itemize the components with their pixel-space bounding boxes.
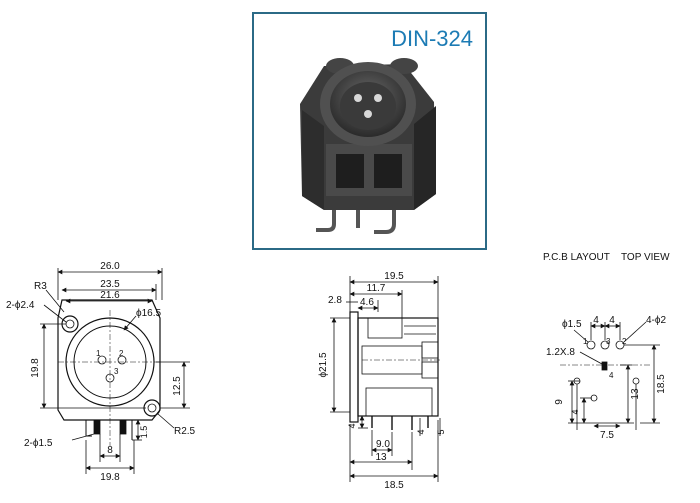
dim-side-pin-len-a: 4	[416, 429, 426, 434]
dim-front-height-left: 19.8	[30, 358, 41, 378]
dim-front-mount-holes: 2-ϕ2.4	[6, 300, 35, 311]
dim-pcb-height-185: 18.5	[656, 374, 667, 394]
dim-side-bottom-offset: 4	[347, 423, 357, 428]
pcb-hole-1	[586, 340, 596, 350]
front-mount-hole-bottom	[143, 399, 161, 417]
dim-front-width-overall: 26.0	[100, 261, 120, 272]
model-title: DIN-324	[391, 26, 473, 51]
dim-front-height-right: 12.5	[172, 376, 183, 396]
dim-side-pin-spacing-b: 13	[375, 452, 387, 463]
dim-pcb-hole-dia: ϕ1.5	[562, 319, 582, 330]
dim-side-body-diameter: ϕ21.5	[318, 352, 329, 378]
front-pin-label-2: 2	[119, 349, 124, 358]
dim-front-width-body: 21.6	[100, 290, 120, 301]
pcb-heading-right: TOP VIEW	[621, 252, 670, 263]
pcb-pin-label-2: 2	[622, 337, 627, 346]
pcb-pin-label-3: 3	[606, 337, 611, 346]
dim-front-radius-top: R3	[34, 281, 47, 292]
dim-front-width-holes: 23.5	[100, 279, 120, 290]
dim-front-pin-spacing: 8	[107, 445, 113, 456]
front-pin-1	[97, 355, 107, 365]
dim-pcb-mount-holes: 4-ϕ2	[646, 315, 666, 326]
dim-pcb-slot: 1.2X.8	[546, 347, 575, 358]
front-pin-label-3: 3	[114, 367, 119, 376]
dim-side-pin-len-b: 5	[436, 429, 446, 434]
dim-front-radius-bottom: R2.5	[174, 426, 196, 437]
front-pin-2	[117, 355, 127, 365]
pcb-hole-3	[600, 340, 610, 350]
pcb-pin-label-4: 4	[609, 371, 614, 380]
front-view	[40, 268, 190, 474]
dim-side-step: 4.6	[360, 297, 374, 308]
product-photo-frame: DIN-324	[252, 12, 487, 250]
connector-illustration	[300, 58, 436, 234]
dim-front-tab-height: 1.5	[139, 426, 149, 439]
dim-side-flange: 2.8	[328, 295, 342, 306]
front-pin-label-1: 1	[96, 349, 101, 358]
side-view	[330, 276, 441, 482]
dim-pcb-offset-x: 7.5	[600, 430, 614, 441]
dim-front-base-width: 19.8	[100, 472, 120, 483]
dim-pcb-offset-small: 4	[570, 409, 580, 414]
dim-pcb-pitch-a: 4	[593, 315, 599, 326]
dim-side-depth-total: 19.5	[384, 271, 404, 282]
dim-pcb-offset-y: 9	[554, 399, 565, 405]
dim-side-pin-spacing-a: 9.0	[376, 439, 390, 450]
dim-pcb-pitch-b: 4	[609, 315, 615, 326]
pcb-mount-right	[632, 377, 640, 385]
pcb-slot-4	[601, 361, 608, 371]
dim-side-base-total: 18.5	[384, 480, 404, 491]
pcb-pin-label-1: 1	[583, 337, 588, 346]
dim-side-depth-inner: 11.7	[367, 283, 386, 294]
dim-front-shell-diameter: ϕ16.5	[136, 308, 162, 319]
pcb-layout	[560, 321, 660, 430]
dim-front-pin-holes: 2-ϕ1.5	[24, 438, 53, 449]
pcb-heading-left: P.C.B LAYOUT	[543, 252, 610, 263]
dim-pcb-height-13: 13	[630, 388, 641, 400]
